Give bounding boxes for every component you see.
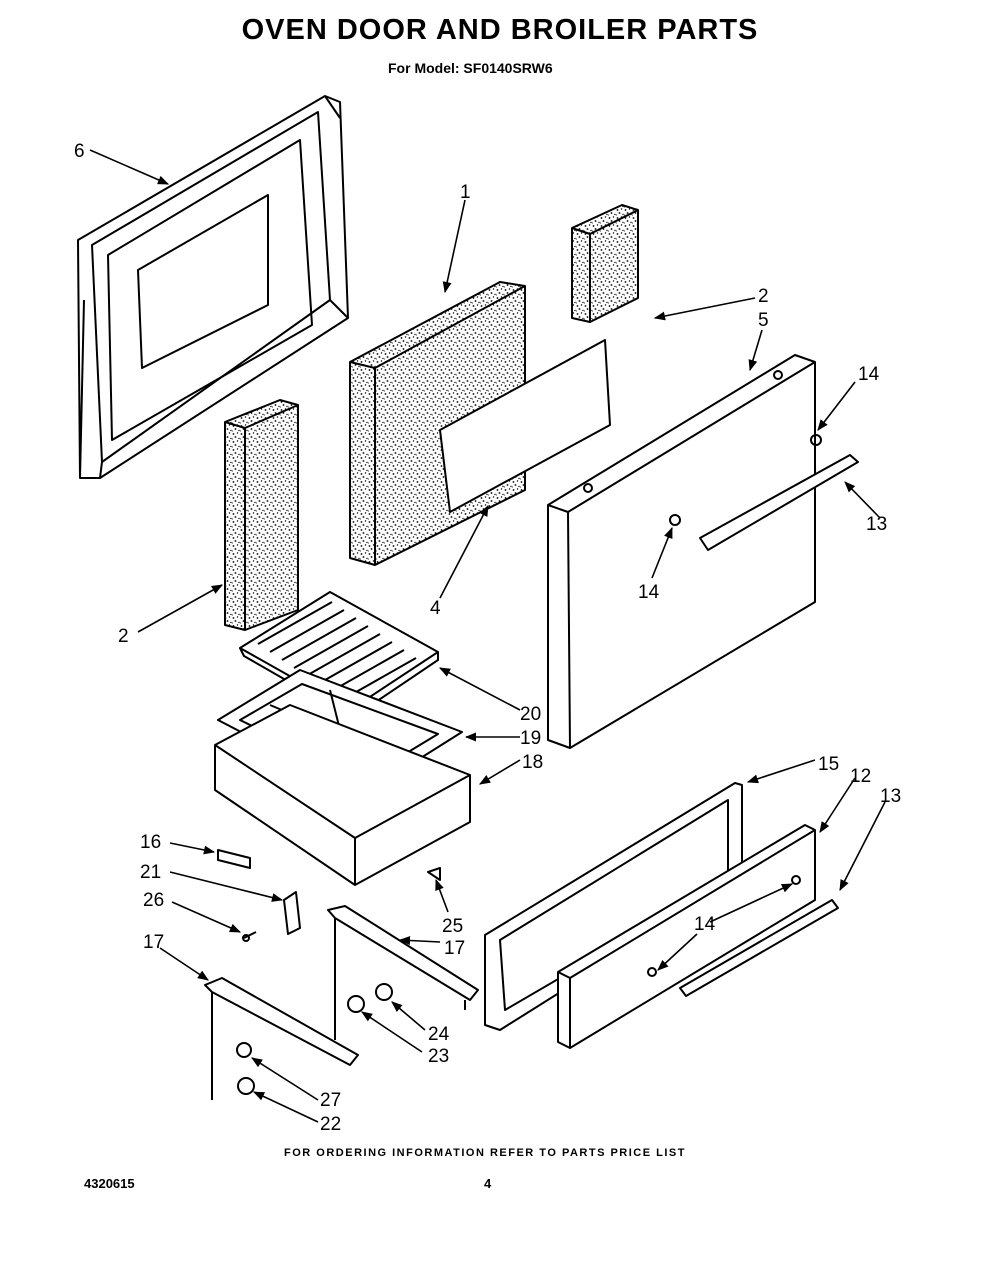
callout-17-left: 17: [143, 932, 164, 953]
inner-door-panel: [77, 95, 349, 479]
clip-small: [427, 867, 441, 881]
callout-13-door: 13: [866, 514, 887, 535]
outer-door-panel: [547, 354, 816, 749]
bracket-left: [204, 977, 359, 1100]
inner-shield-plate: [439, 339, 611, 513]
callout-14-mid: 14: [638, 582, 660, 603]
callout-19: 19: [520, 728, 541, 749]
callout-5: 5: [758, 310, 769, 331]
insulation-strip-upper: [571, 204, 639, 323]
callout-21: 21: [140, 862, 161, 883]
hinge-piece: [217, 849, 251, 869]
callout-15: 15: [818, 754, 839, 775]
page-title: OVEN DOOR AND BROILER PARTS: [241, 14, 759, 46]
callout-16: 16: [140, 832, 161, 853]
callout-24: 24: [428, 1024, 450, 1045]
broiler-handle: [679, 899, 839, 997]
screw: [242, 931, 257, 942]
callout-14-lower: 14: [694, 914, 716, 935]
broiler-pan: [214, 704, 471, 886]
callout-25: 25: [442, 916, 463, 937]
document-number: 4320615: [84, 1176, 135, 1191]
callout-22: 22: [320, 1114, 341, 1135]
bumper-left: [236, 1042, 252, 1058]
callout-18: 18: [522, 752, 543, 773]
callout-2-lower: 2: [118, 626, 129, 647]
spacer-4: [647, 967, 657, 977]
callout-26: 26: [143, 890, 164, 911]
bumper: [375, 983, 393, 1001]
callout-14-upper: 14: [858, 364, 880, 385]
bracket-right: [327, 905, 479, 1040]
door-handle: [699, 454, 859, 551]
model-subtitle: For Model: SF0140SRW6: [388, 60, 553, 76]
callout-6: 6: [74, 141, 85, 162]
callout-2-upper: 2: [758, 286, 769, 307]
callout-20: 20: [520, 704, 541, 725]
callout-4: 4: [430, 598, 441, 619]
spacer-3: [791, 875, 801, 885]
spacer-2: [669, 514, 681, 526]
latch-clip: [283, 891, 301, 935]
callout-13-broiler: 13: [880, 786, 901, 807]
spacer-1: [810, 434, 822, 446]
insulation-strip-lower: [224, 399, 299, 631]
glide-left: [237, 1077, 255, 1095]
broiler-outer-panel: [557, 824, 816, 1049]
callout-17-right: 17: [444, 938, 465, 959]
glide: [347, 995, 365, 1013]
callout-27: 27: [320, 1090, 341, 1111]
callout-12: 12: [850, 766, 871, 787]
callout-1: 1: [460, 182, 471, 203]
callout-23: 23: [428, 1046, 449, 1067]
ordering-note: FOR ORDERING INFORMATION REFER TO PARTS …: [284, 1147, 686, 1159]
page-number: 4: [484, 1176, 492, 1191]
leader-lines: [89, 149, 886, 1123]
